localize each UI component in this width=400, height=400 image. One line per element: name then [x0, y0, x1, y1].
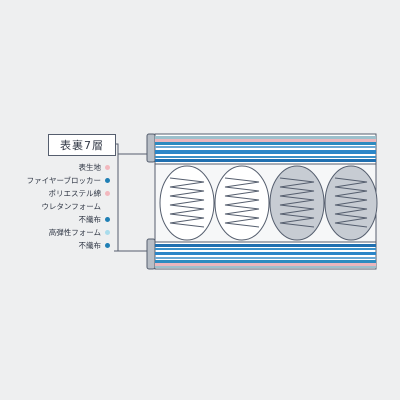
spring-pocket-4: [324, 165, 378, 241]
legend-dot: [105, 190, 110, 196]
legend-dot: [105, 203, 110, 209]
legend-label: 表生地: [78, 162, 102, 172]
bottom-edge-cap: [146, 238, 156, 270]
legend-item: 表生地: [78, 161, 110, 173]
legend-item: ポリエステル綿: [48, 187, 110, 199]
legend-dot: [105, 242, 110, 248]
legend-dot: [105, 229, 110, 235]
spring-pocket-3: [269, 165, 325, 241]
legend-dot: [105, 164, 110, 170]
layer-count-title: 表裏7層: [48, 134, 116, 156]
legend-item: ファイヤーブロッカー: [27, 174, 110, 186]
bracket-lines: [114, 143, 147, 252]
legend-label: ウレタンフォーム: [41, 201, 101, 211]
top-edge-cap: [146, 133, 156, 163]
legend-label: ファイヤーブロッカー: [26, 175, 101, 185]
legend-label: 不織布: [78, 240, 102, 250]
legend-item: 高弾性フォーム: [49, 226, 110, 238]
legend-item: 不織布: [78, 213, 110, 225]
legend-dot: [105, 216, 110, 222]
spring-pocket-2: [214, 165, 270, 241]
legend-dot: [105, 177, 110, 183]
top-layer-stack: [154, 133, 377, 165]
legend-item: 不織布: [78, 239, 110, 251]
bottom-layer-stack: [154, 241, 377, 270]
legend-item: ウレタンフォーム: [41, 200, 110, 212]
spring-core: [154, 163, 378, 243]
spring-pocket-1: [159, 165, 215, 241]
legend-label: 高弾性フォーム: [48, 227, 101, 237]
legend-label: 不織布: [78, 214, 102, 224]
legend-label: ポリエステル綿: [48, 188, 102, 198]
